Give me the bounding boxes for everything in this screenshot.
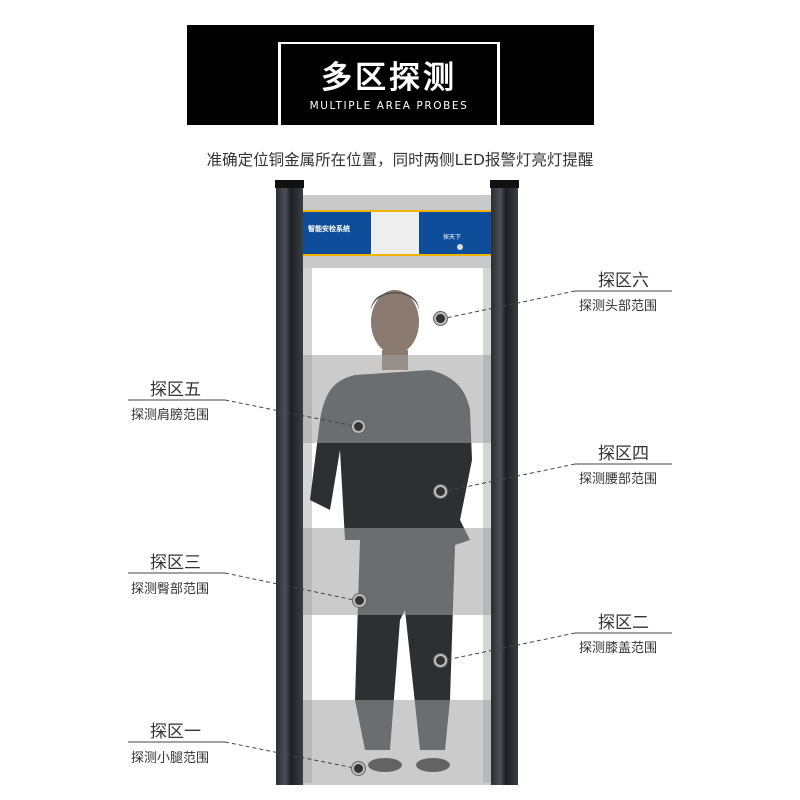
system-name: 智能安检系统 <box>308 225 350 233</box>
header-subtitle: MULTIPLE AREA PROBES <box>309 100 469 112</box>
left-pillar-cap <box>275 180 304 188</box>
description-text: 准确定位铜金属所在位置，同时两侧LED报警灯亮灯提醒 <box>206 151 594 169</box>
zone-3-desc: 探测臀部范围 <box>131 582 210 597</box>
zone-band-1 <box>300 700 493 785</box>
zone-2-title: 探区二 <box>598 613 649 633</box>
zone-5-title: 探区五 <box>150 380 201 400</box>
zone-band-3 <box>300 528 493 615</box>
sensor-dot-zone-5 <box>352 420 365 433</box>
zone-1-title: 探区一 <box>150 722 201 742</box>
indicator-light <box>457 244 463 250</box>
header-banner <box>187 25 594 125</box>
zone-band-5 <box>300 355 493 443</box>
right-pillar-cap <box>490 180 519 188</box>
sensor-dot-zone-3 <box>353 594 366 607</box>
gate-inner-right <box>483 268 493 783</box>
zone-5-desc: 探测肩膀范围 <box>131 408 210 423</box>
left-pillar <box>276 182 303 785</box>
zone-4-desc: 探测腰部范围 <box>579 472 658 487</box>
zone-indicator-screen <box>371 212 419 254</box>
zone-6-title: 探区六 <box>598 271 649 291</box>
sensor-dot-zone-6 <box>434 312 447 325</box>
zone-1-desc: 探测小腿范围 <box>131 751 210 766</box>
sensor-dot-zone-4 <box>434 485 447 498</box>
sensor-dot-zone-1 <box>352 762 365 775</box>
header-frame <box>278 42 500 133</box>
zone-2-desc: 探测膝盖范围 <box>579 641 658 656</box>
sensor-dot-zone-2 <box>434 654 447 667</box>
display-panel: 智能安检系统 探天下 <box>300 210 493 256</box>
zone-3-title: 探区三 <box>150 553 201 573</box>
header-title: 多区探测 <box>321 60 457 96</box>
zone-6-desc: 探测头部范围 <box>579 299 658 314</box>
zone-4-title: 探区四 <box>598 444 649 464</box>
brand-logo: 探天下 <box>443 234 462 241</box>
right-pillar <box>491 182 518 785</box>
